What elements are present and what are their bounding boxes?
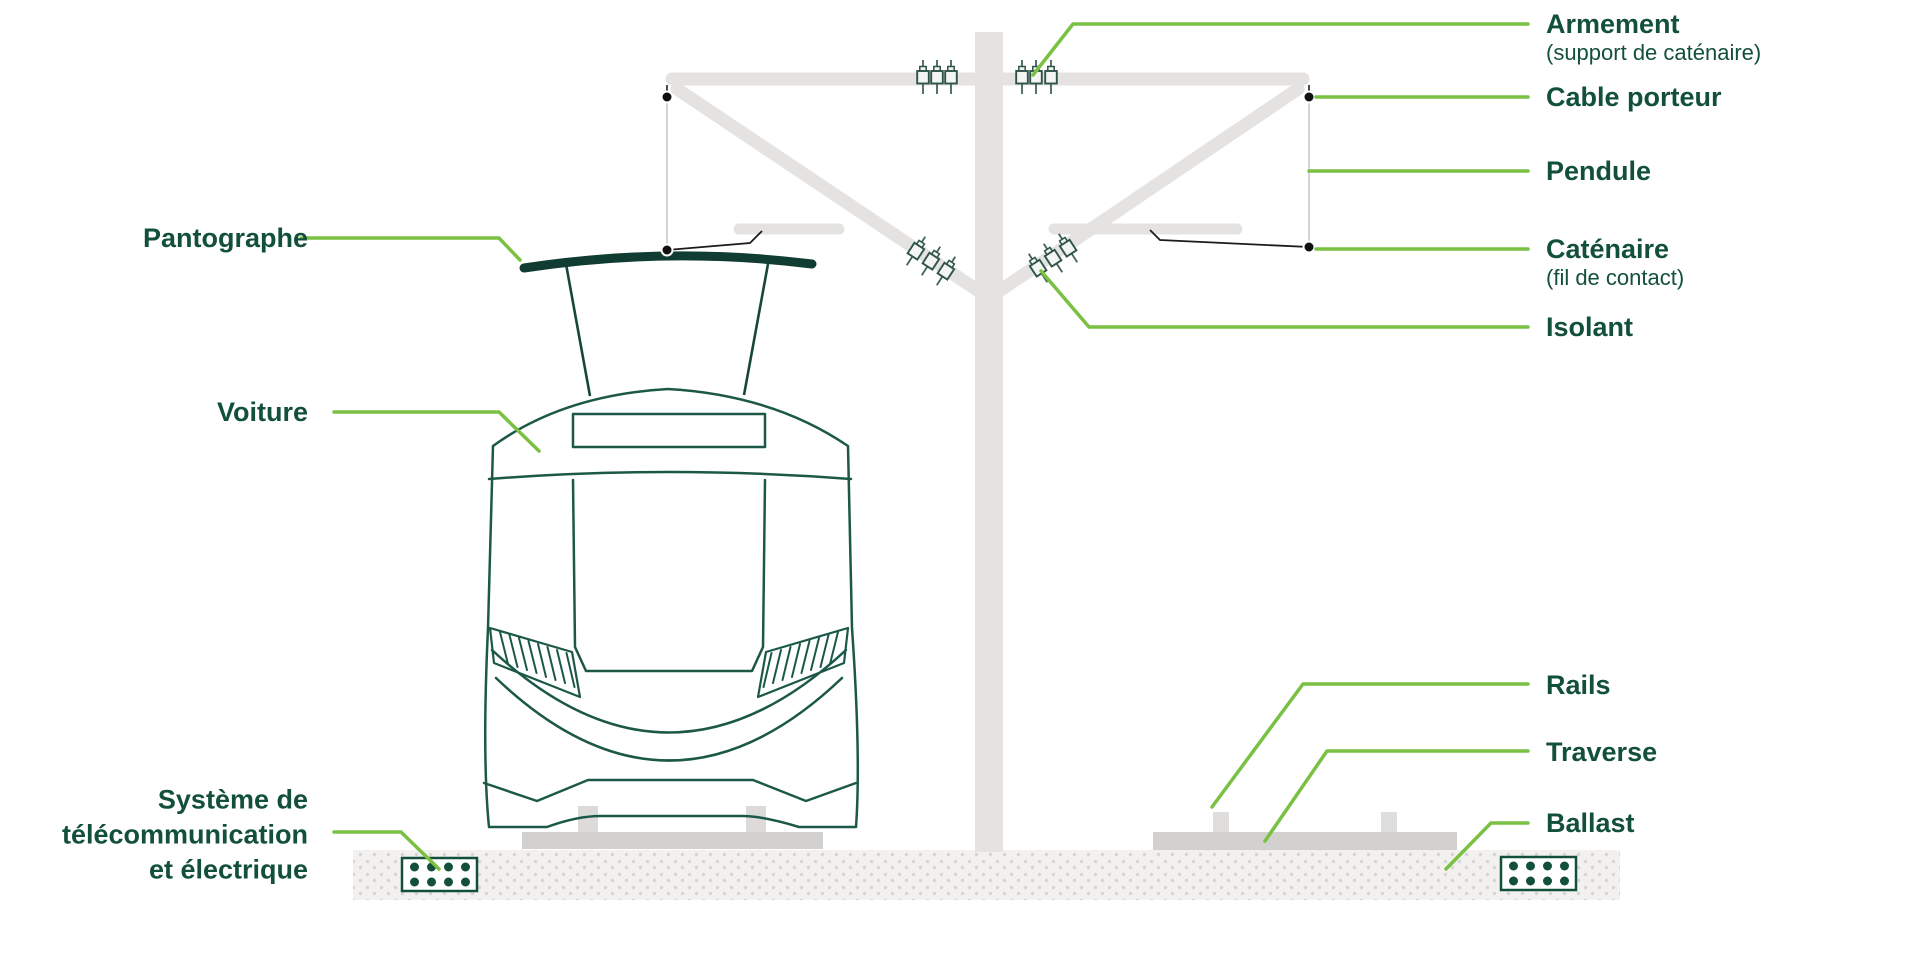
leader-traverse (1263, 749, 1530, 843)
base-plate (522, 832, 823, 849)
rail-left (1213, 812, 1229, 832)
rail-right (1381, 812, 1397, 832)
tram-shell (483, 387, 860, 829)
label-armement-subtitle: (support de caténaire) (1546, 40, 1762, 65)
contact-dot-left (660, 243, 674, 257)
label-armement-title: Armement (1546, 9, 1680, 39)
pole (975, 32, 1003, 852)
leader-voiture (332, 410, 541, 453)
leader-systeme (332, 830, 441, 871)
ballast-strip (353, 850, 1620, 900)
leader-armement (1031, 22, 1530, 77)
contact-wire-right (1149, 229, 1310, 248)
cable-conduit-left (400, 856, 479, 893)
label-traverse: Traverse (1546, 737, 1658, 767)
leader-rails (1210, 682, 1530, 809)
label-ballast: Ballast (1546, 808, 1635, 838)
track-assembly (1153, 812, 1457, 850)
leader-lines (299, 22, 1530, 871)
front-skirt-panel (482, 778, 858, 803)
label-cable-porteur: Cable porteur (1546, 82, 1722, 112)
label-pantographe: Pantographe (142, 223, 308, 253)
label-rails: Rails (1546, 670, 1611, 700)
tram (482, 387, 860, 829)
label-isolant: Isolant (1546, 312, 1634, 342)
cable-attach-dot-right (1302, 90, 1316, 104)
contact-wire-left (666, 230, 763, 251)
label-voiture: Voiture (216, 397, 308, 427)
tram-base (522, 806, 823, 849)
tram-windshield (571, 478, 767, 673)
label-systeme-line2: télécommunication (61, 819, 308, 850)
label-pendule: Pendule (1546, 156, 1652, 186)
catenary-support-structure (665, 32, 1310, 852)
leader-pantographe (299, 236, 522, 262)
wheel-pad-right (746, 806, 766, 836)
pantograph (519, 251, 817, 397)
label-catenaire: Caténaire (fil de contact) (1546, 234, 1684, 291)
headlight-hatch-right (762, 631, 839, 688)
cable-conduit-right (1499, 855, 1578, 892)
label-systeme: Système de télécommunication et électriq… (62, 783, 308, 888)
leader-ballast (1444, 821, 1530, 871)
bumper-inner (494, 676, 844, 762)
destination-display (571, 412, 767, 449)
headlight-hatch-left (499, 631, 576, 688)
leader-isolant (1039, 269, 1530, 329)
pantograph-leg-left (564, 263, 592, 397)
label-systeme-line1: Système de (157, 784, 308, 815)
label-armement: Armement (support de caténaire) (1546, 9, 1761, 66)
bumper-outer (490, 648, 848, 734)
cable-attach-dot-left (660, 90, 674, 104)
label-systeme-line3: et électrique (148, 854, 308, 885)
tram-roofline (487, 470, 853, 481)
sleeper (1153, 832, 1457, 850)
pantograph-leg-right (742, 263, 770, 396)
wheel-pad-left (578, 806, 598, 836)
contact-dot-right (1302, 240, 1316, 254)
label-catenaire-title: Caténaire (1546, 234, 1670, 264)
label-catenaire-subtitle: (fil de contact) (1546, 265, 1685, 290)
